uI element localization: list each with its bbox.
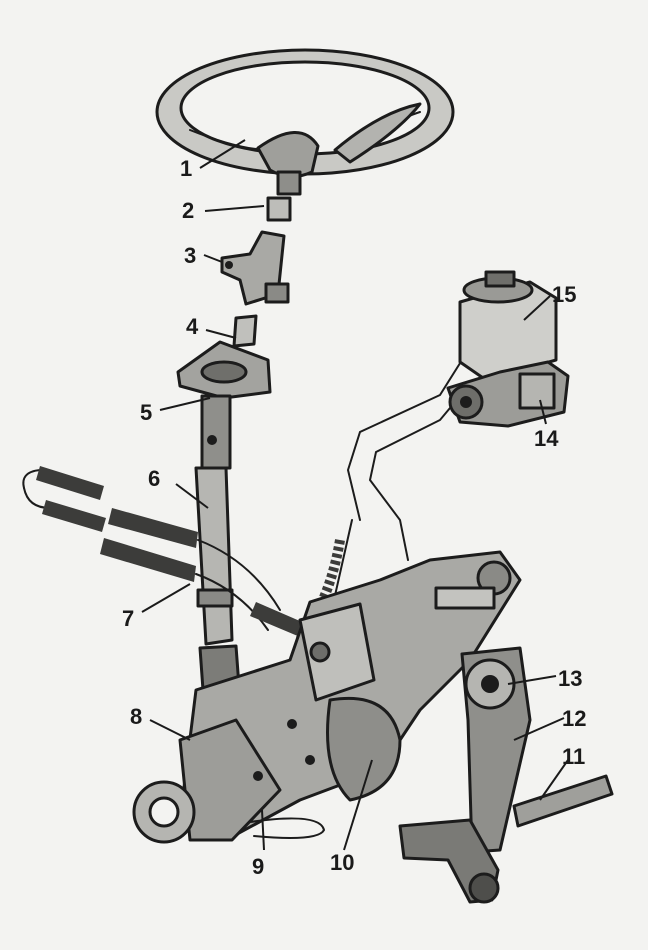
- callout-2: 2: [182, 198, 194, 223]
- callout-1: 1: [180, 156, 192, 181]
- intermediate-shaft: [194, 466, 242, 706]
- column-flange: [176, 314, 272, 470]
- callout-13: 13: [558, 666, 582, 691]
- callout-12: 12: [562, 706, 586, 731]
- callout-5: 5: [140, 400, 152, 425]
- callout-10: 10: [330, 850, 354, 875]
- steering-wheel: [155, 48, 455, 178]
- column-bracket: [220, 230, 290, 306]
- hoses: [22, 466, 316, 642]
- callout-15: 15: [552, 282, 576, 307]
- callout-4: 4: [186, 314, 199, 339]
- callout-3: 3: [184, 243, 196, 268]
- pitman-arm: [398, 646, 532, 904]
- callout-14: 14: [534, 426, 559, 451]
- callout-labels: 1 2 3 4 5 6 7 8 9 10 11 12 13 14 15: [122, 156, 586, 879]
- callout-leaders: [141, 139, 569, 851]
- steering-gear-housing: [132, 550, 522, 844]
- callout-8: 8: [130, 704, 142, 729]
- callout-9: 9: [252, 854, 264, 879]
- callout-6: 6: [148, 466, 160, 491]
- callout-7: 7: [122, 606, 134, 631]
- column-shaft-stub: [266, 170, 302, 222]
- power-steering-pump: [446, 270, 570, 428]
- callout-11: 11: [562, 744, 585, 769]
- drag-link: [512, 774, 614, 828]
